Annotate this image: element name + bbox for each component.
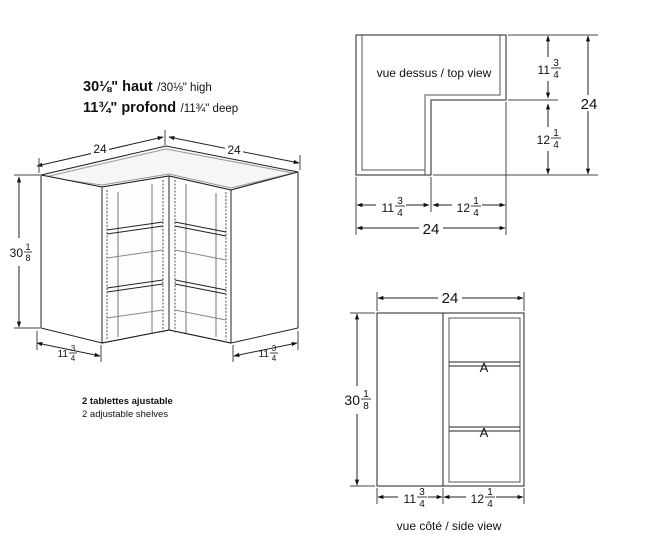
shelves-french: 2 tablettes ajustable xyxy=(82,396,173,407)
top-right-lower-den: 4 xyxy=(553,140,559,151)
face-frame-lines xyxy=(106,180,227,340)
face-frame-inner xyxy=(117,184,217,337)
side-shelf-mark-2: A xyxy=(480,425,489,440)
shelf-left-mid xyxy=(106,249,164,259)
dim-iso-depth-right xyxy=(233,342,298,357)
iso-depth-right-den: 4 xyxy=(272,354,277,363)
side-top-total: 24 xyxy=(442,290,459,307)
specification-block: 30⅛" haut /30⅛" high 11¾" profond /11¾" … xyxy=(83,77,238,119)
dim-iso-depth-left-ext xyxy=(36,331,102,362)
top-right-upper-whole: 11 xyxy=(538,63,551,77)
top-bottom-left-num: 3 xyxy=(397,196,403,207)
top-view-label: vue dessus / top view xyxy=(377,66,492,80)
shelves-english: 2 adjustable shelves xyxy=(82,409,169,420)
top-view-inner-left xyxy=(361,35,425,171)
side-bottom-right-num: 1 xyxy=(487,487,493,498)
top-view-labels: vue dessus / top view 11 3 4 12 1 4 24 1… xyxy=(376,57,600,238)
side-view-outline xyxy=(376,312,525,487)
cabinet-bottom-edge xyxy=(101,329,232,344)
side-shelf-2 xyxy=(449,426,520,432)
iso-height-num: 1 xyxy=(25,242,30,252)
cabinet-right-side xyxy=(230,171,299,344)
side-shelf-mark-1: A xyxy=(480,360,489,375)
isometric-labels: 24 24 30 1 8 11 3 4 11 3 4 xyxy=(8,142,278,363)
side-height-den: 8 xyxy=(363,401,369,412)
dim-iso-depth-right-ext xyxy=(232,331,299,362)
shelf-left-1 xyxy=(106,221,164,235)
shelf-right-mid xyxy=(174,249,227,261)
side-bottom-right-den: 4 xyxy=(487,499,493,510)
top-right-lower-num: 1 xyxy=(553,128,559,139)
shelf-right-2 xyxy=(174,279,227,295)
iso-width-right-label: 24 xyxy=(227,143,241,157)
side-shelf-1 xyxy=(449,361,520,367)
shelves-note: 2 tablettes ajustable 2 adjustable shelv… xyxy=(82,395,173,421)
dim-side-height-ext xyxy=(350,312,375,487)
top-view-outline xyxy=(355,34,507,176)
side-view xyxy=(350,292,525,504)
iso-height-whole: 30 xyxy=(10,246,24,260)
side-bottom-left-whole: 11 xyxy=(404,492,417,506)
dim-iso-ext-left xyxy=(38,130,166,173)
top-view xyxy=(355,34,598,235)
top-right-total: 24 xyxy=(581,96,598,113)
side-bottom-right-whole: 12 xyxy=(471,492,485,506)
height-spec: 30⅛" haut /30⅛" high xyxy=(83,77,238,98)
shelf-right-low xyxy=(174,309,227,321)
cabinet-left-side xyxy=(40,174,103,344)
iso-depth-left-num: 3 xyxy=(71,344,76,353)
cabinet-top-edge xyxy=(44,148,294,189)
shelf-left-2 xyxy=(106,279,164,293)
depth-spec: 11¾" profond /11¾" deep xyxy=(83,98,238,119)
top-bottom-right-den: 4 xyxy=(473,208,479,219)
top-bottom-left-whole: 11 xyxy=(382,201,395,215)
dim-side-bottom-ext xyxy=(376,488,525,504)
side-bottom-left-den: 4 xyxy=(419,499,425,510)
top-right-upper-den: 4 xyxy=(553,70,559,81)
top-bottom-left-den: 4 xyxy=(397,208,403,219)
top-bottom-total: 24 xyxy=(423,221,440,238)
interior-left-wall xyxy=(101,175,170,344)
height-french: 30⅛" haut xyxy=(83,79,153,95)
shelf-right-1 xyxy=(174,221,227,237)
iso-depth-right-whole: 11 xyxy=(259,349,270,360)
depth-french: 11¾" profond xyxy=(83,100,177,116)
iso-depth-left-den: 4 xyxy=(71,354,76,363)
dim-top-right-ext xyxy=(433,34,598,176)
side-view-labels: 24 30 1 8 A A 11 3 4 12 1 4 vue côté / s… xyxy=(340,290,502,533)
top-bottom-right-whole: 12 xyxy=(457,201,471,215)
side-height-whole: 30 xyxy=(344,392,360,408)
top-bottom-right-num: 1 xyxy=(473,196,479,207)
isometric-view xyxy=(14,130,301,362)
shelf-left-low xyxy=(106,309,164,319)
side-bottom-left-num: 3 xyxy=(419,487,425,498)
side-view-interior xyxy=(448,317,521,483)
side-view-label: vue côté / side view xyxy=(397,519,502,533)
dim-iso-height-ext xyxy=(14,174,40,329)
dim-side-width-ext xyxy=(376,292,525,311)
iso-depth-right-num: 3 xyxy=(272,344,277,353)
top-right-lower-whole: 12 xyxy=(537,133,551,147)
dim-top-bottom-ext xyxy=(355,102,507,235)
iso-height-den: 8 xyxy=(25,253,30,263)
depth-english: /11¾" deep xyxy=(180,103,239,115)
top-right-upper-num: 3 xyxy=(553,58,559,69)
top-view-inner-right xyxy=(424,35,501,175)
iso-width-left-label: 24 xyxy=(93,142,107,156)
height-english: /30⅛" high xyxy=(157,82,212,94)
side-height-num: 1 xyxy=(363,389,369,400)
iso-depth-left-whole: 11 xyxy=(58,349,69,360)
dim-iso-depth-left xyxy=(36,342,101,357)
